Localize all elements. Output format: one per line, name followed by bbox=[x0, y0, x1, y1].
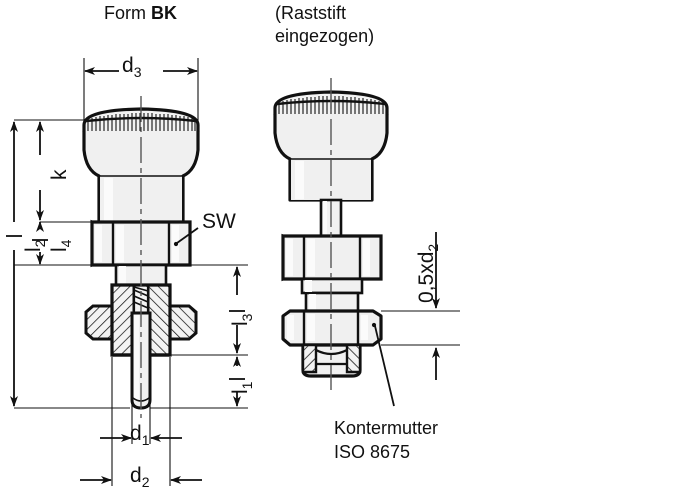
dim-label-l3: l3 bbox=[229, 313, 256, 326]
dim-label-l2: l2 bbox=[22, 239, 49, 252]
dim-label-d1: d1 bbox=[130, 422, 150, 449]
dim-l4 bbox=[32, 221, 48, 265]
locknut-leader-line bbox=[371, 322, 395, 407]
page-title-right-line1: (Raststift bbox=[275, 3, 347, 23]
form-code: BK bbox=[151, 3, 177, 23]
page-title-left: Form BK bbox=[104, 3, 177, 24]
sw-leader-line bbox=[173, 227, 199, 247]
callout-sw: SW bbox=[202, 210, 236, 233]
dim-label-l4: l4 bbox=[48, 239, 75, 252]
dim-label-half-d2: 0,5xd2 bbox=[415, 243, 442, 303]
dim-l3 bbox=[229, 266, 245, 354]
callout-locknut-line1: Kontermutter bbox=[334, 418, 439, 438]
right-view-geometry bbox=[273, 78, 389, 390]
callout-locknut-line2: ISO 8675 bbox=[334, 442, 411, 462]
dim-label-d3: d3 bbox=[122, 54, 142, 81]
left-view-dimensions bbox=[6, 58, 248, 486]
page-title-right-line2: eingezogen) bbox=[275, 26, 375, 46]
dim-label-l1: l1 bbox=[229, 381, 256, 394]
lock-nut-hex-right bbox=[281, 309, 383, 347]
bottom-section-right bbox=[301, 343, 362, 378]
dim-l1 bbox=[229, 356, 245, 407]
hex-collar-right bbox=[281, 233, 383, 282]
knurl-serrations-right bbox=[278, 96, 384, 127]
dim-l2 bbox=[6, 121, 22, 407]
right-view-dimensions bbox=[371, 232, 460, 407]
form-prefix: Form bbox=[104, 3, 151, 23]
dim-label-k: k bbox=[48, 169, 71, 181]
left-view-geometry bbox=[82, 96, 200, 418]
knurl-serrations-left bbox=[87, 113, 196, 144]
dim-label-d2: d2 bbox=[130, 464, 150, 491]
extension-lines-right bbox=[381, 310, 460, 346]
extension-lines-left bbox=[14, 58, 248, 486]
